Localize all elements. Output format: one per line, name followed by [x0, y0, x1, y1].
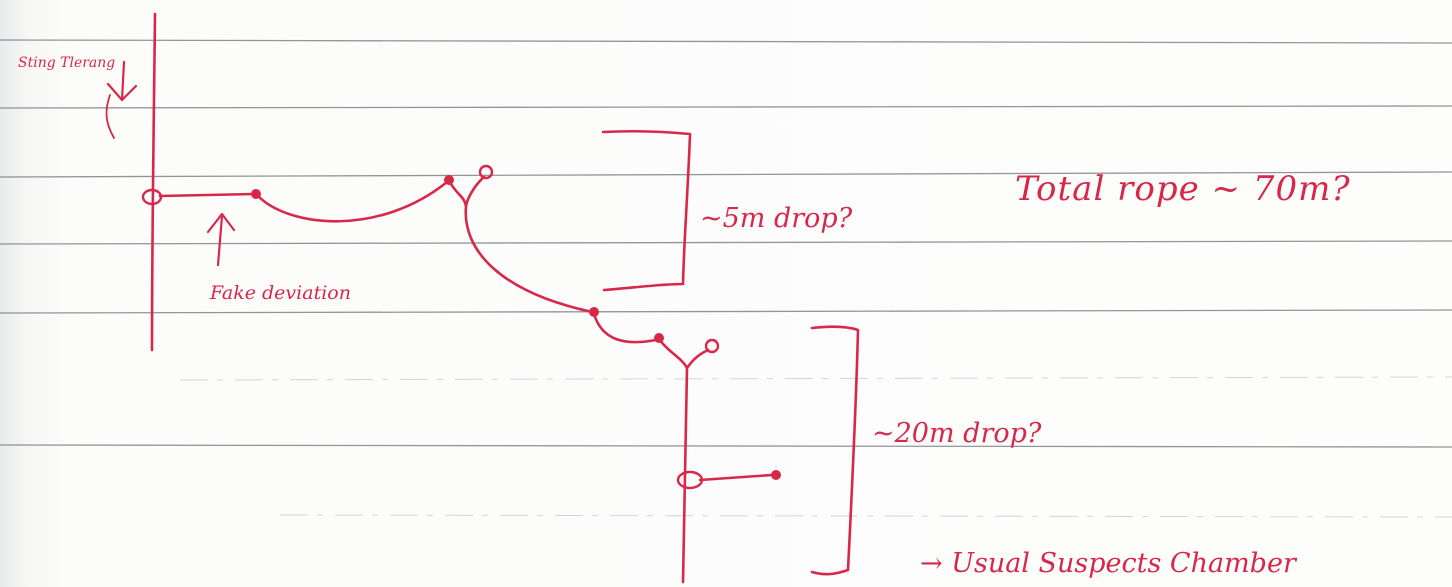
rope-descent: [464, 204, 594, 314]
anchor-ring: [676, 470, 704, 490]
rope-traverse: [592, 312, 658, 344]
anchor-point: [771, 470, 781, 480]
traverse-line: [256, 180, 449, 223]
ruled-line: [0, 105, 1452, 109]
ruled-line: [0, 240, 1452, 245]
main-drop-line: [681, 366, 689, 584]
drop-bracket: [810, 325, 860, 576]
y-hang: [657, 337, 710, 370]
anchor-ring: [704, 338, 720, 354]
fake-deviation-label: Fake deviation: [210, 282, 351, 304]
ruled-line: [179, 376, 1452, 381]
anchor-ring: [478, 164, 494, 180]
ruled-line: [0, 309, 1452, 314]
ruled-line: [0, 39, 1452, 44]
ruled-line: [0, 444, 1452, 448]
ruled-line: [279, 514, 1452, 518]
anchor-point: [589, 307, 599, 317]
pitch-vertical-line: [150, 12, 157, 352]
down-arrow-icon: [106, 60, 138, 102]
surveying-label: Sting Tlerang: [18, 55, 116, 71]
total-rope-label: Total rope ~ 70m?: [1015, 169, 1351, 209]
ruled-lines: [0, 39, 1452, 518]
drop-5m-label: ~5m drop?: [700, 203, 853, 234]
up-arrow-icon: [206, 212, 236, 267]
deviation-line: [158, 192, 257, 198]
label-connector: [105, 94, 115, 139]
y-hang: [447, 175, 486, 208]
ruled-line: [0, 171, 1452, 178]
drop-bracket: [601, 129, 692, 292]
destination-label: → Usual Suspects Chamber: [920, 548, 1296, 579]
deviation-line: [698, 473, 774, 482]
drop-20m-label: ~20m drop?: [872, 418, 1042, 449]
